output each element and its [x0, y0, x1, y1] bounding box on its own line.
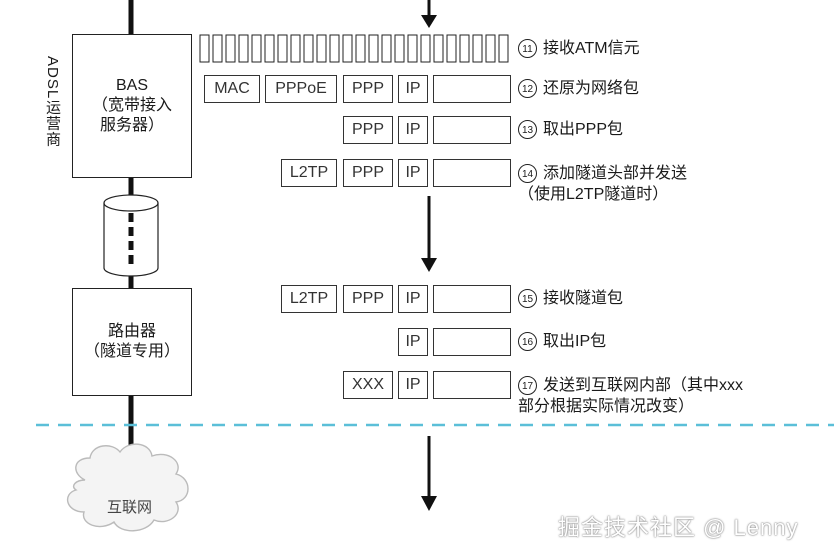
bas-desc-1: （宽带接入 — [91, 97, 172, 114]
step-12: 12 还原为网络包 — [518, 78, 639, 99]
step-11: 11 接收ATM信元 — [518, 38, 640, 59]
atm-cell — [394, 34, 405, 63]
cell-xxx: XXX — [343, 371, 393, 399]
cell-payload — [433, 371, 511, 399]
atm-cell — [303, 34, 314, 63]
watermark: 掘金技术社区 @ Lenny — [558, 515, 799, 540]
step-number: 14 — [518, 164, 537, 183]
atm-cell — [420, 34, 431, 63]
atm-cell — [251, 34, 262, 63]
step-text: 取出PPP包 — [543, 121, 624, 138]
bas-title: BAS — [115, 77, 148, 94]
internet-cloud — [66, 443, 189, 532]
step-text: 还原为网络包 — [543, 80, 640, 97]
step-text: 接收隧道包 — [543, 290, 624, 307]
atm-cell — [238, 34, 249, 63]
atm-cell — [498, 34, 509, 63]
step-subtext: （使用L2TP隧道时） — [518, 186, 669, 203]
bas-node: BAS （宽带接入 服务器） — [72, 34, 192, 178]
adsl-provider-label: ADSL运营商 — [44, 56, 61, 148]
bas-desc-2: 服务器） — [99, 117, 164, 134]
cell-payload — [433, 285, 511, 313]
cell-payload — [433, 328, 511, 356]
atm-cell — [459, 34, 470, 63]
step-subtext: 部分根据实际情况改变） — [518, 398, 695, 415]
atm-cell — [329, 34, 340, 63]
cell-ip: IP — [398, 75, 428, 103]
step-number: 12 — [518, 79, 537, 98]
tunnel-cylinder — [103, 194, 159, 277]
atm-cell — [433, 34, 444, 63]
step-17: 17 发送到互联网内部（其中xxx 部分根据实际情况改变） — [518, 375, 743, 417]
step-16: 16 取出IP包 — [518, 331, 606, 352]
router-node: 路由器 （隧道专用） — [72, 288, 192, 396]
flow-arrow-top — [421, 0, 437, 28]
atm-cell — [472, 34, 483, 63]
step-number: 15 — [518, 289, 537, 308]
atm-cell — [225, 34, 236, 63]
cell-payload — [433, 75, 511, 103]
atm-cell — [212, 34, 223, 63]
step-13: 13 取出PPP包 — [518, 119, 623, 140]
flow-arrow-bottom — [421, 436, 437, 511]
cell-ppp: PPP — [343, 75, 393, 103]
step-number: 13 — [518, 120, 537, 139]
atm-cell — [446, 34, 457, 63]
atm-cell — [264, 34, 275, 63]
cell-l2tp: L2TP — [281, 159, 337, 187]
atm-cells — [199, 34, 509, 63]
atm-cell — [485, 34, 496, 63]
step-number: 16 — [518, 332, 537, 351]
router-desc: （隧道专用） — [83, 343, 180, 360]
cell-l2tp: L2TP — [281, 285, 337, 313]
atm-cell — [342, 34, 353, 63]
cell-ppp: PPP — [343, 159, 393, 187]
step-number: 11 — [518, 39, 537, 58]
step-text: 取出IP包 — [543, 333, 607, 350]
step-14: 14 添加隧道头部并发送 （使用L2TP隧道时） — [518, 163, 687, 205]
step-text: 发送到互联网内部（其中xxx — [543, 377, 744, 394]
flow-arrow-mid — [421, 196, 437, 272]
cell-mac: MAC — [204, 75, 260, 103]
step-15: 15 接收隧道包 — [518, 288, 623, 309]
cell-ip: IP — [398, 159, 428, 187]
cell-ip: IP — [398, 285, 428, 313]
step-text: 接收ATM信元 — [543, 40, 640, 57]
cell-payload — [433, 159, 511, 187]
cell-ip: IP — [398, 328, 428, 356]
atm-cell — [381, 34, 392, 63]
step-text: 添加隧道头部并发送 — [543, 165, 688, 182]
atm-cell — [316, 34, 327, 63]
cell-ip: IP — [398, 116, 428, 144]
step-number: 17 — [518, 376, 537, 395]
atm-cell — [277, 34, 288, 63]
atm-cell — [199, 34, 210, 63]
cell-ppp: PPP — [343, 285, 393, 313]
cell-ip: IP — [398, 371, 428, 399]
router-title: 路由器 — [107, 323, 156, 340]
atm-cell — [368, 34, 379, 63]
cell-ppp: PPP — [343, 116, 393, 144]
cell-payload — [433, 116, 511, 144]
atm-cell — [290, 34, 301, 63]
cell-pppoe: PPPoE — [265, 75, 337, 103]
atm-cell — [407, 34, 418, 63]
atm-cell — [355, 34, 366, 63]
internet-label: 互联网 — [107, 499, 153, 516]
